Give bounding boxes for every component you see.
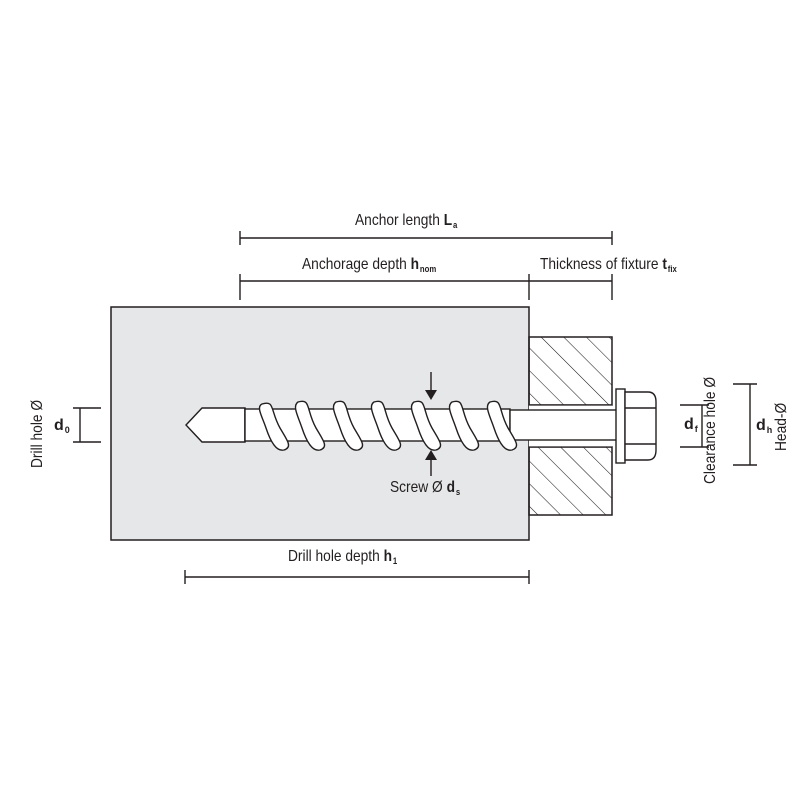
clearance-hole-diameter-symbol: df — [684, 416, 698, 434]
washer — [615, 388, 626, 464]
drill-hole-depth-dimension — [184, 570, 530, 584]
anchorage-depth-dimension — [239, 274, 530, 300]
screw-diameter-arrowheads — [425, 390, 437, 460]
clearance-hole-diameter-dimension — [680, 404, 709, 448]
drill-hole-diameter-dimension — [73, 407, 101, 443]
anchor-length-label: Anchor length La — [355, 212, 458, 230]
arrow-down-icon — [425, 390, 437, 400]
head-diameter-symbol: dh — [756, 417, 773, 435]
drill-hole-depth-label: Drill hole depth h1 — [288, 548, 398, 566]
fixture-thickness-label: Thickness of fixture tfix — [540, 256, 677, 274]
drill-hole-diameter-symbol: d0 — [54, 417, 70, 435]
fixture-thickness-dimension — [529, 274, 613, 300]
anchor-length-dimension — [239, 231, 613, 245]
arrow-up-icon — [425, 450, 437, 460]
screw-anchor — [185, 388, 657, 464]
anchorage-depth-label: Anchorage depth hnom — [302, 256, 437, 274]
drill-hole-diameter-label: Drill hole Ø — [29, 399, 46, 468]
head-diameter-dimension — [733, 383, 757, 466]
screw-diameter-label: Screw Ø ds — [390, 479, 461, 497]
head-diameter-label: Head-Ø — [773, 402, 790, 451]
screw-threads — [258, 400, 518, 451]
clearance-hole-diameter-label: Clearance hole Ø — [702, 376, 719, 484]
screw-shank — [509, 409, 619, 441]
hex-head — [624, 391, 657, 461]
